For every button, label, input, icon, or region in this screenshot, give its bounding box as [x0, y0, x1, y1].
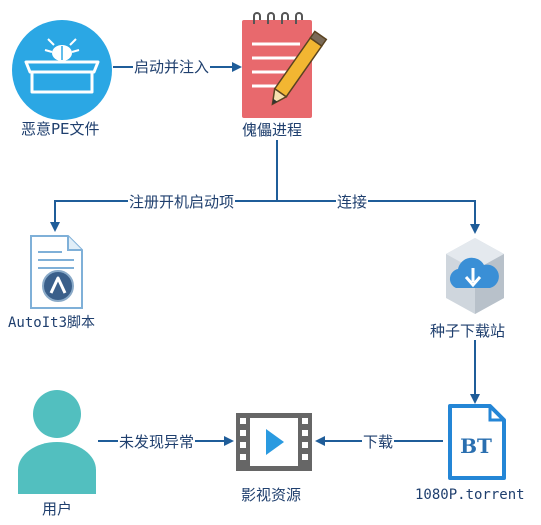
edge-download-label: 下载	[362, 433, 395, 451]
edge-connect-label: 连接	[336, 193, 369, 211]
edge-register-label: 注册开机启动项	[128, 193, 236, 211]
notebook-pencil-icon	[242, 12, 328, 118]
torrent-file-label: 1080P.torrent	[414, 486, 526, 504]
autoit-script-label: AutoIt3脚本	[7, 314, 97, 332]
puppet-process-label: 傀儡进程	[241, 121, 304, 139]
cloud-download-icon	[446, 238, 504, 314]
user-icon	[18, 390, 96, 494]
edge-inject-label: 启动并注入	[133, 58, 211, 76]
autoit-document-icon	[30, 235, 83, 309]
video-resource-label: 影视资源	[240, 486, 303, 504]
svg-text:BT: BT	[460, 434, 492, 458]
malware-box-icon	[12, 20, 112, 120]
video-play-icon	[236, 413, 312, 471]
seed-site-label: 种子下载站	[429, 322, 507, 340]
edge-branch-arrows	[50, 140, 480, 234]
edge-unaware-label: 未发现异常	[118, 433, 196, 451]
user-label: 用户	[41, 500, 74, 518]
malware-label: 恶意PE文件	[20, 120, 101, 138]
bt-file-icon: BT	[448, 404, 506, 480]
